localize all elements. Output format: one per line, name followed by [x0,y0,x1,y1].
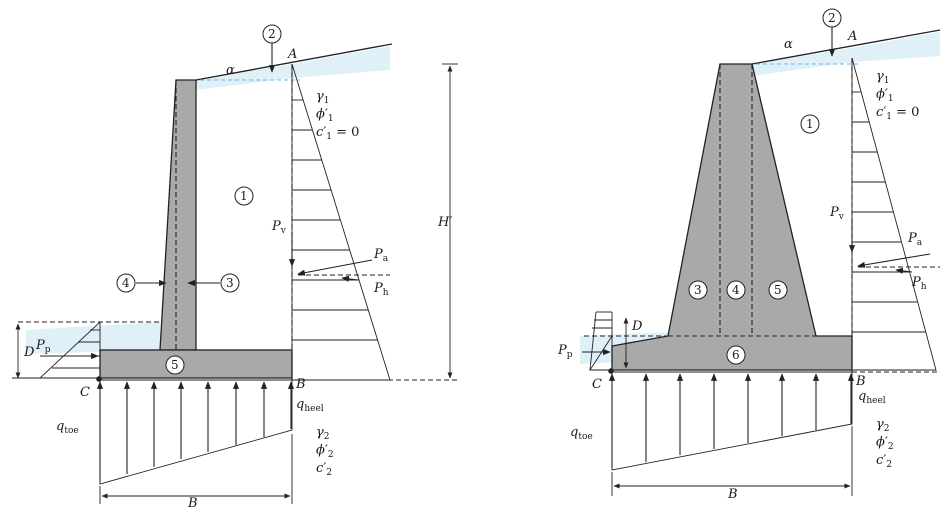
Pp-label: Pp [35,338,51,355]
Pa-arrow [297,259,373,276]
gamma1-label: γ1 [316,89,330,106]
c1-label-right: c′1 = 0 [876,105,919,122]
Pa-label-right: Pa [907,231,923,248]
Pa-label: Pa [373,247,389,264]
c2-label: c′2 [316,461,332,478]
wall-base [99,349,293,379]
point-C-label: C [80,385,90,400]
gamma2-label: γ2 [316,425,330,442]
region-4-label-right: 4 [732,283,740,297]
region-5-marker [165,355,185,375]
point-C-right [608,368,614,374]
base-pressure-arrows [96,381,295,482]
region-4-marker [116,273,136,293]
base-pressure-arrows-right [608,373,855,468]
Pa-arrow-right [857,253,931,268]
backfill-tint-right [752,32,940,76]
toe-soil-tint [26,322,160,354]
region-4-label: 4 [122,276,130,290]
B-width-label-right: B [727,487,738,502]
gravity-wall-body [611,63,853,371]
active-pressure-diagram-right [851,57,937,371]
Pv-label-right: Pv [829,205,845,222]
region-6-label-right: 6 [732,348,740,362]
alpha-label-right: α [784,37,793,52]
Pv-label: Pv [271,219,287,236]
region-1-label: 1 [240,189,248,203]
wall-stem [159,79,197,351]
region-1-label-right: 1 [806,117,814,131]
cantilever-wall-figure: α H′ A 2 1 [12,24,460,510]
q-heel-label-right: qheel [858,389,886,406]
pressure-hatching-right [852,91,926,333]
gravity-wall-figure: α A 2 1 3 4 [557,8,941,502]
D-label-right: D [631,319,643,334]
region-3-marker-right [688,280,708,300]
pressure-hatching [292,99,378,341]
region-5-label: 5 [171,358,179,372]
region-6-marker-right [726,345,746,365]
region-3-label-right: 3 [694,283,702,297]
phi2-label: ϕ′2 [316,443,334,460]
gamma1-label-right: γ1 [876,69,890,86]
Pp-label-right: Pp [557,343,573,360]
phi2-label-right: ϕ′2 [876,435,894,452]
region-2-label-right: 2 [828,11,836,25]
region-5-label-right: 5 [774,283,782,297]
alpha-label: α [226,63,235,78]
region-3-label: 3 [226,276,234,290]
region-1-marker-right [800,114,820,134]
backfill-surface [195,43,393,81]
point-A-label: A [287,47,297,62]
region-5-marker-right [768,280,788,300]
c2-label-right: c′2 [876,453,892,470]
active-pressure-diagram [291,63,391,381]
region-3-marker [220,273,240,293]
point-C-label-right: C [592,377,602,392]
point-B-label-right: B [855,374,866,389]
Ph-label: Ph [373,281,389,298]
q-toe-label: qtoe [56,419,79,436]
region-4-marker-right [726,280,746,300]
phi1-label: ϕ′1 [316,107,334,124]
c1-label: c′1 = 0 [316,125,359,142]
q-toe-label-right: qtoe [570,425,593,442]
D-label: D [23,345,35,360]
q-heel-label: qheel [296,397,324,414]
B-width-label: B [187,496,198,510]
H-prime-label: H′ [437,215,452,230]
point-A-label-right: A [847,29,857,44]
phi1-label-right: ϕ′1 [876,87,894,104]
region-1-marker [234,186,254,206]
Ph-arrow [341,275,359,282]
gamma2-label-right: γ2 [876,417,890,434]
region-2-label: 2 [268,27,276,41]
point-B-label: B [295,377,306,392]
Ph-label-right: Ph [911,275,927,292]
point-C [96,376,102,382]
backfill-surface-right [751,29,941,65]
base-pressure-diagram [99,379,293,485]
